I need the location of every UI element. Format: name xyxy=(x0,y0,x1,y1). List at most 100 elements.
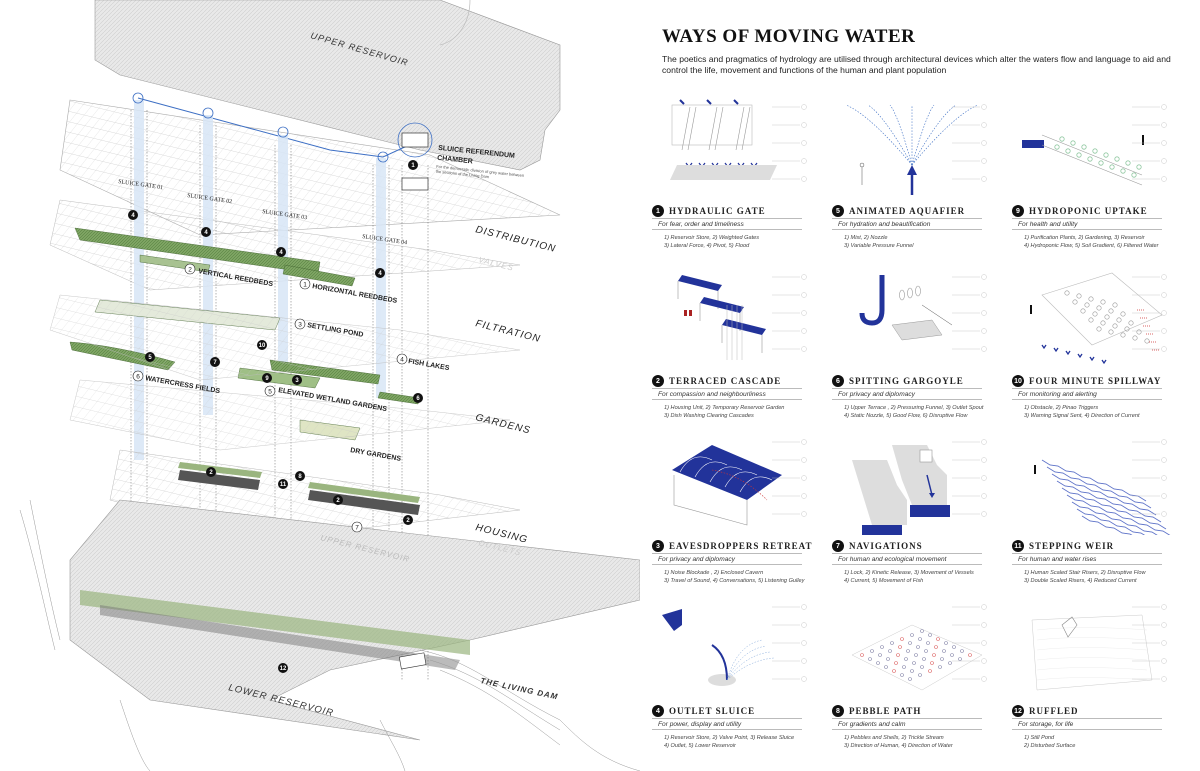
device-marker-number: 1 xyxy=(411,163,415,169)
zone-numbers: 1 2 3 4 5 6 7 xyxy=(136,267,404,532)
device-illustration xyxy=(670,99,807,182)
device-marker-number: 9 xyxy=(265,376,269,382)
device-number-badge: 5 xyxy=(832,205,844,217)
device-marker xyxy=(128,210,138,220)
device-components: 1) Reservoir Store, 2) Valve Point, 3) R… xyxy=(664,735,830,750)
device-purpose: For compassion and neighbourliness xyxy=(658,391,766,398)
device-title: STEPPING WEIR xyxy=(1029,541,1115,551)
device-illustration xyxy=(662,604,807,686)
device-header: 2 TERRACED CASCADE xyxy=(652,375,830,387)
device-marker xyxy=(278,479,288,489)
device-components: 1) Purification Plants, 2) Gardening, 3)… xyxy=(1024,235,1190,250)
divider xyxy=(1012,718,1162,719)
device-number-badge: 11 xyxy=(1012,540,1024,552)
device-marker xyxy=(257,340,267,350)
divider xyxy=(832,229,982,230)
device-title: TERRACED CASCADE xyxy=(669,376,782,386)
device-title: PEBBLE PATH xyxy=(849,706,922,716)
component-line: 4) Current, 5) Movement of Fish xyxy=(844,577,924,584)
device-card-terraced-cascade: 2 TERRACED CASCADE For compassion and ne… xyxy=(652,265,830,420)
component-line: 1) Reservoir Store, 2) Valve Point, 3) R… xyxy=(664,735,795,741)
device-illustration xyxy=(851,604,987,691)
page-title: WAYS OF MOVING WATER xyxy=(662,26,916,47)
device-marker xyxy=(413,393,423,403)
device-header: 9 HYDROPONIC UPTAKE xyxy=(1012,205,1190,217)
device-illustration xyxy=(672,439,807,526)
device-card-stepping-weir: 11 STEPPING WEIR For human and water ris… xyxy=(1012,430,1190,585)
component-line: 3) Double Scaled Risers, 4) Reduced Curr… xyxy=(1024,577,1137,584)
device-illustration xyxy=(852,439,987,535)
divider xyxy=(832,553,982,554)
divider xyxy=(652,229,802,230)
divider xyxy=(1012,553,1162,554)
divider xyxy=(1012,399,1162,400)
divider xyxy=(832,388,982,389)
distribution-label: DISTRIBUTION xyxy=(474,224,557,255)
exploded-axonometric-diagram: UPPER RESERVOIR DISTRIBUTION VALVES FILT… xyxy=(19,0,640,771)
zone-number-circles xyxy=(132,263,408,533)
device-purpose: For privacy and diplomacy xyxy=(658,556,735,563)
device-header: 5 ANIMATED AQUAFIER xyxy=(832,205,1010,217)
device-marker-number: 3 xyxy=(295,378,299,384)
device-title: RUFFLED xyxy=(1029,706,1079,716)
device-number-badge: 3 xyxy=(652,540,664,552)
intro-text: The poetics and pragmatics of hydrology … xyxy=(662,54,1171,75)
device-marker-number: 10 xyxy=(259,343,266,349)
component-line: 2) Disturbed Surface xyxy=(1024,742,1076,749)
device-header: 1 HYDRAULIC GATE xyxy=(652,205,830,217)
zone-number-1: 1 xyxy=(303,282,307,289)
device-number-badge: 2 xyxy=(652,375,664,387)
device-title: HYDROPONIC UPTAKE xyxy=(1029,206,1148,216)
device-marker xyxy=(206,467,216,477)
device-marker-number: 11 xyxy=(280,482,287,488)
zone-number-6: 6 xyxy=(136,374,140,381)
component-line: 1) Purification Plants, 2) Gardening, 3)… xyxy=(1024,235,1145,241)
component-line: 3) Lateral Force, 4) Pivot, 5) Flood xyxy=(664,242,750,249)
divider xyxy=(1012,564,1162,565)
divider xyxy=(652,729,802,730)
device-purpose: For fear, order and timeliness xyxy=(658,221,744,228)
device-components: 1) Upper Terrace , 2) Pressuring Funnel,… xyxy=(844,405,1010,420)
component-line: 1) Upper Terrace , 2) Pressuring Funnel,… xyxy=(844,405,984,411)
device-marker xyxy=(262,373,272,383)
device-marker xyxy=(278,663,288,673)
chamber-desc-line-2: the sections of the Living Dam xyxy=(436,169,490,180)
device-title: SPITTING GARGOYLE xyxy=(849,376,964,386)
device-marker-number: 2 xyxy=(209,470,213,476)
device-marker xyxy=(276,247,286,257)
device-marker-number: 4 xyxy=(131,213,135,219)
component-line: 3) Warning Signal Sent, 4) Direction of … xyxy=(1024,412,1140,419)
device-illustration xyxy=(1030,272,1167,365)
divider xyxy=(652,218,802,219)
device-title: FOUR MINUTE SPILLWAY xyxy=(1029,376,1162,386)
device-card-eavesdroppers-retreat: 3 EAVESDROPPERS RETREAT For privacy and … xyxy=(652,430,830,585)
component-line: 4) Static Nozzle, 5) Good Flow, 6) Disru… xyxy=(844,412,968,419)
device-title: NAVIGATIONS xyxy=(849,541,923,551)
upper-reservoir-layer xyxy=(94,0,561,171)
device-illustration xyxy=(845,104,987,195)
component-line: 3) Direction of Human, 4) Direction of W… xyxy=(844,742,953,749)
gardens-label: GARDENS xyxy=(474,412,531,436)
device-number-badge: 12 xyxy=(1012,705,1024,717)
filtration-label: FILTRATION xyxy=(474,318,542,345)
zone-number-4: 4 xyxy=(400,357,404,364)
divider xyxy=(652,564,802,565)
device-number-badge: 10 xyxy=(1012,375,1024,387)
device-purpose: For storage, for life xyxy=(1018,721,1074,728)
device-marker xyxy=(333,495,343,505)
zone-number-3: 3 xyxy=(298,322,302,329)
device-card-navigations: 7 NAVIGATIONS For human and ecological m… xyxy=(832,430,1010,585)
device-header: 11 STEPPING WEIR xyxy=(1012,540,1190,552)
device-number-badge: 9 xyxy=(1012,205,1024,217)
device-header: 6 SPITTING GARGOYLE xyxy=(832,375,1010,387)
component-line: 1) Obstacle, 2) Pinao Triggers xyxy=(1024,405,1099,411)
device-title: ANIMATED AQUAFIER xyxy=(849,206,966,216)
divider xyxy=(1012,218,1162,219)
divider xyxy=(1012,388,1162,389)
device-card-animated-aquafier: 5 ANIMATED AQUAFIER For hydration and be… xyxy=(832,95,1010,250)
divider xyxy=(1012,729,1162,730)
